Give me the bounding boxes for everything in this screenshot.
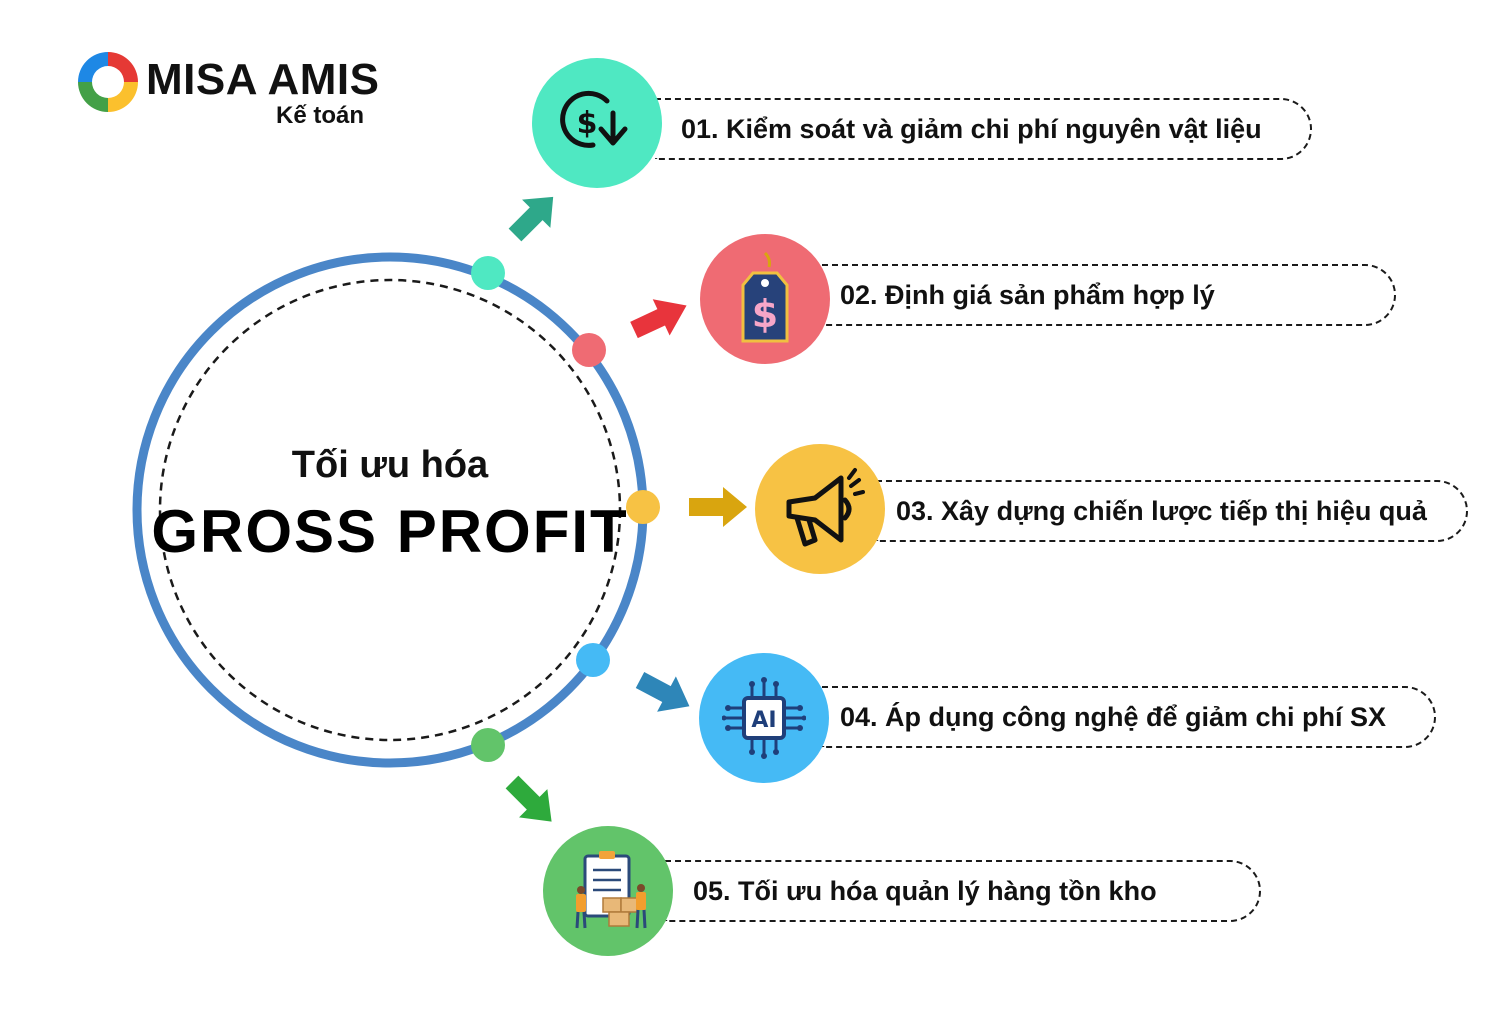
- item-5-icon-circle: [543, 826, 673, 956]
- node-dot-5: [471, 728, 505, 762]
- item-4-icon-circle: AI: [699, 653, 829, 783]
- svg-text:$: $: [752, 292, 778, 336]
- center-title-line2: GROSS PROFIT: [151, 498, 629, 565]
- arrow-2: [630, 299, 687, 339]
- arrow-3: [689, 487, 747, 527]
- item-4-label: 04. Áp dụng công nghệ để giảm chi phí SX: [840, 701, 1387, 732]
- item-2-icon-circle: $: [700, 234, 830, 364]
- svg-text:$: $: [577, 106, 598, 141]
- node-dot-4: [576, 643, 610, 677]
- item-3-box: 03. Xây dựng chiến lược tiếp thị hiệu qu…: [876, 480, 1468, 542]
- inner-dashed-ring: [158, 278, 622, 742]
- misa-logo-icon: [78, 52, 138, 112]
- item-1-label: 01. Kiểm soát và giảm chi phí nguyên vật…: [681, 113, 1262, 144]
- item-1-icon-circle: $: [532, 58, 662, 188]
- arrow-4: [635, 672, 690, 712]
- item-3-icon-circle: [755, 444, 885, 574]
- center-title: Tối ưu hóa GROSS PROFIT: [150, 440, 630, 568]
- item-5-box: 05. Tối ưu hóa quản lý hàng tồn kho: [665, 860, 1261, 922]
- logo-subtitle: Kế toán: [276, 102, 365, 129]
- item-5-label: 05. Tối ưu hóa quản lý hàng tồn kho: [693, 875, 1157, 906]
- item-3-label: 03. Xây dựng chiến lược tiếp thị hiệu qu…: [896, 495, 1427, 526]
- svg-text:AI: AI: [751, 708, 776, 733]
- ai-chip-icon: AI: [722, 677, 806, 759]
- center-title-line1: Tối ưu hóa: [291, 444, 489, 486]
- node-dot-1: [471, 256, 505, 290]
- price-tag-icon: $: [741, 251, 789, 343]
- arrow-5: [505, 775, 552, 822]
- inventory-icon: [575, 851, 647, 929]
- item-2-box: 02. Định giá sản phẩm hợp lý: [822, 264, 1396, 326]
- dollar-down-icon: $: [560, 90, 628, 148]
- item-2-label: 02. Định giá sản phẩm hợp lý: [840, 279, 1215, 310]
- megaphone-icon: [786, 468, 865, 547]
- node-dot-3: [626, 490, 660, 524]
- logo: MISA AMIS Kế toán: [76, 48, 380, 138]
- arrow-1: [508, 196, 554, 242]
- item-4-box: 04. Áp dụng công nghệ để giảm chi phí SX: [822, 686, 1436, 748]
- logo-brand: MISA AMIS: [146, 55, 380, 104]
- node-dot-2: [572, 333, 606, 367]
- item-1-box: 01. Kiểm soát và giảm chi phí nguyên vật…: [655, 98, 1312, 160]
